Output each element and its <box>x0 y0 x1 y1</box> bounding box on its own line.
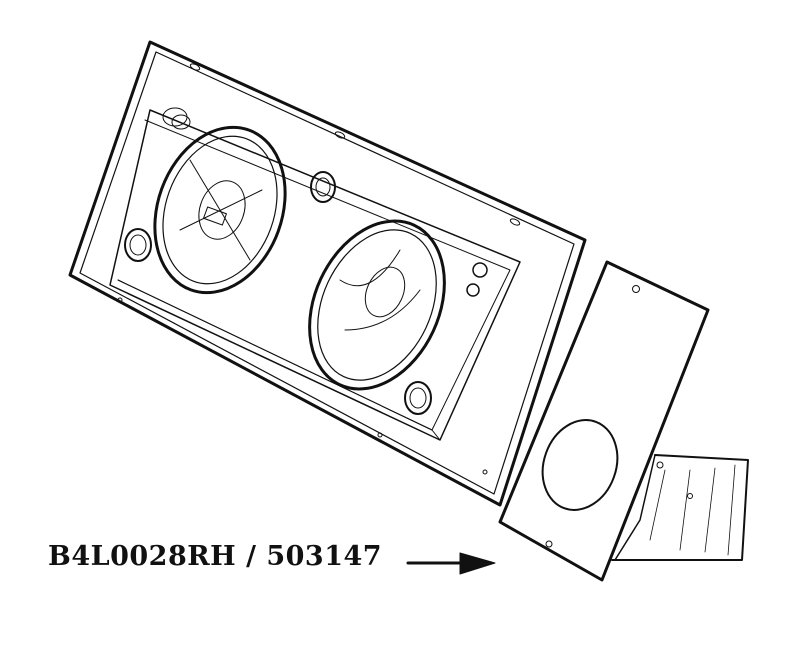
speedometer-gauge <box>153 125 287 295</box>
switch-knob <box>162 107 191 130</box>
warning-lamps <box>124 171 488 415</box>
arrow-right-icon <box>406 552 496 575</box>
side-plate <box>498 260 710 582</box>
mounting-bracket <box>611 454 749 561</box>
dash-panel <box>68 40 587 507</box>
combination-gauge <box>308 219 446 391</box>
part-number-label: B4L0028RH / 503147 <box>48 541 383 572</box>
